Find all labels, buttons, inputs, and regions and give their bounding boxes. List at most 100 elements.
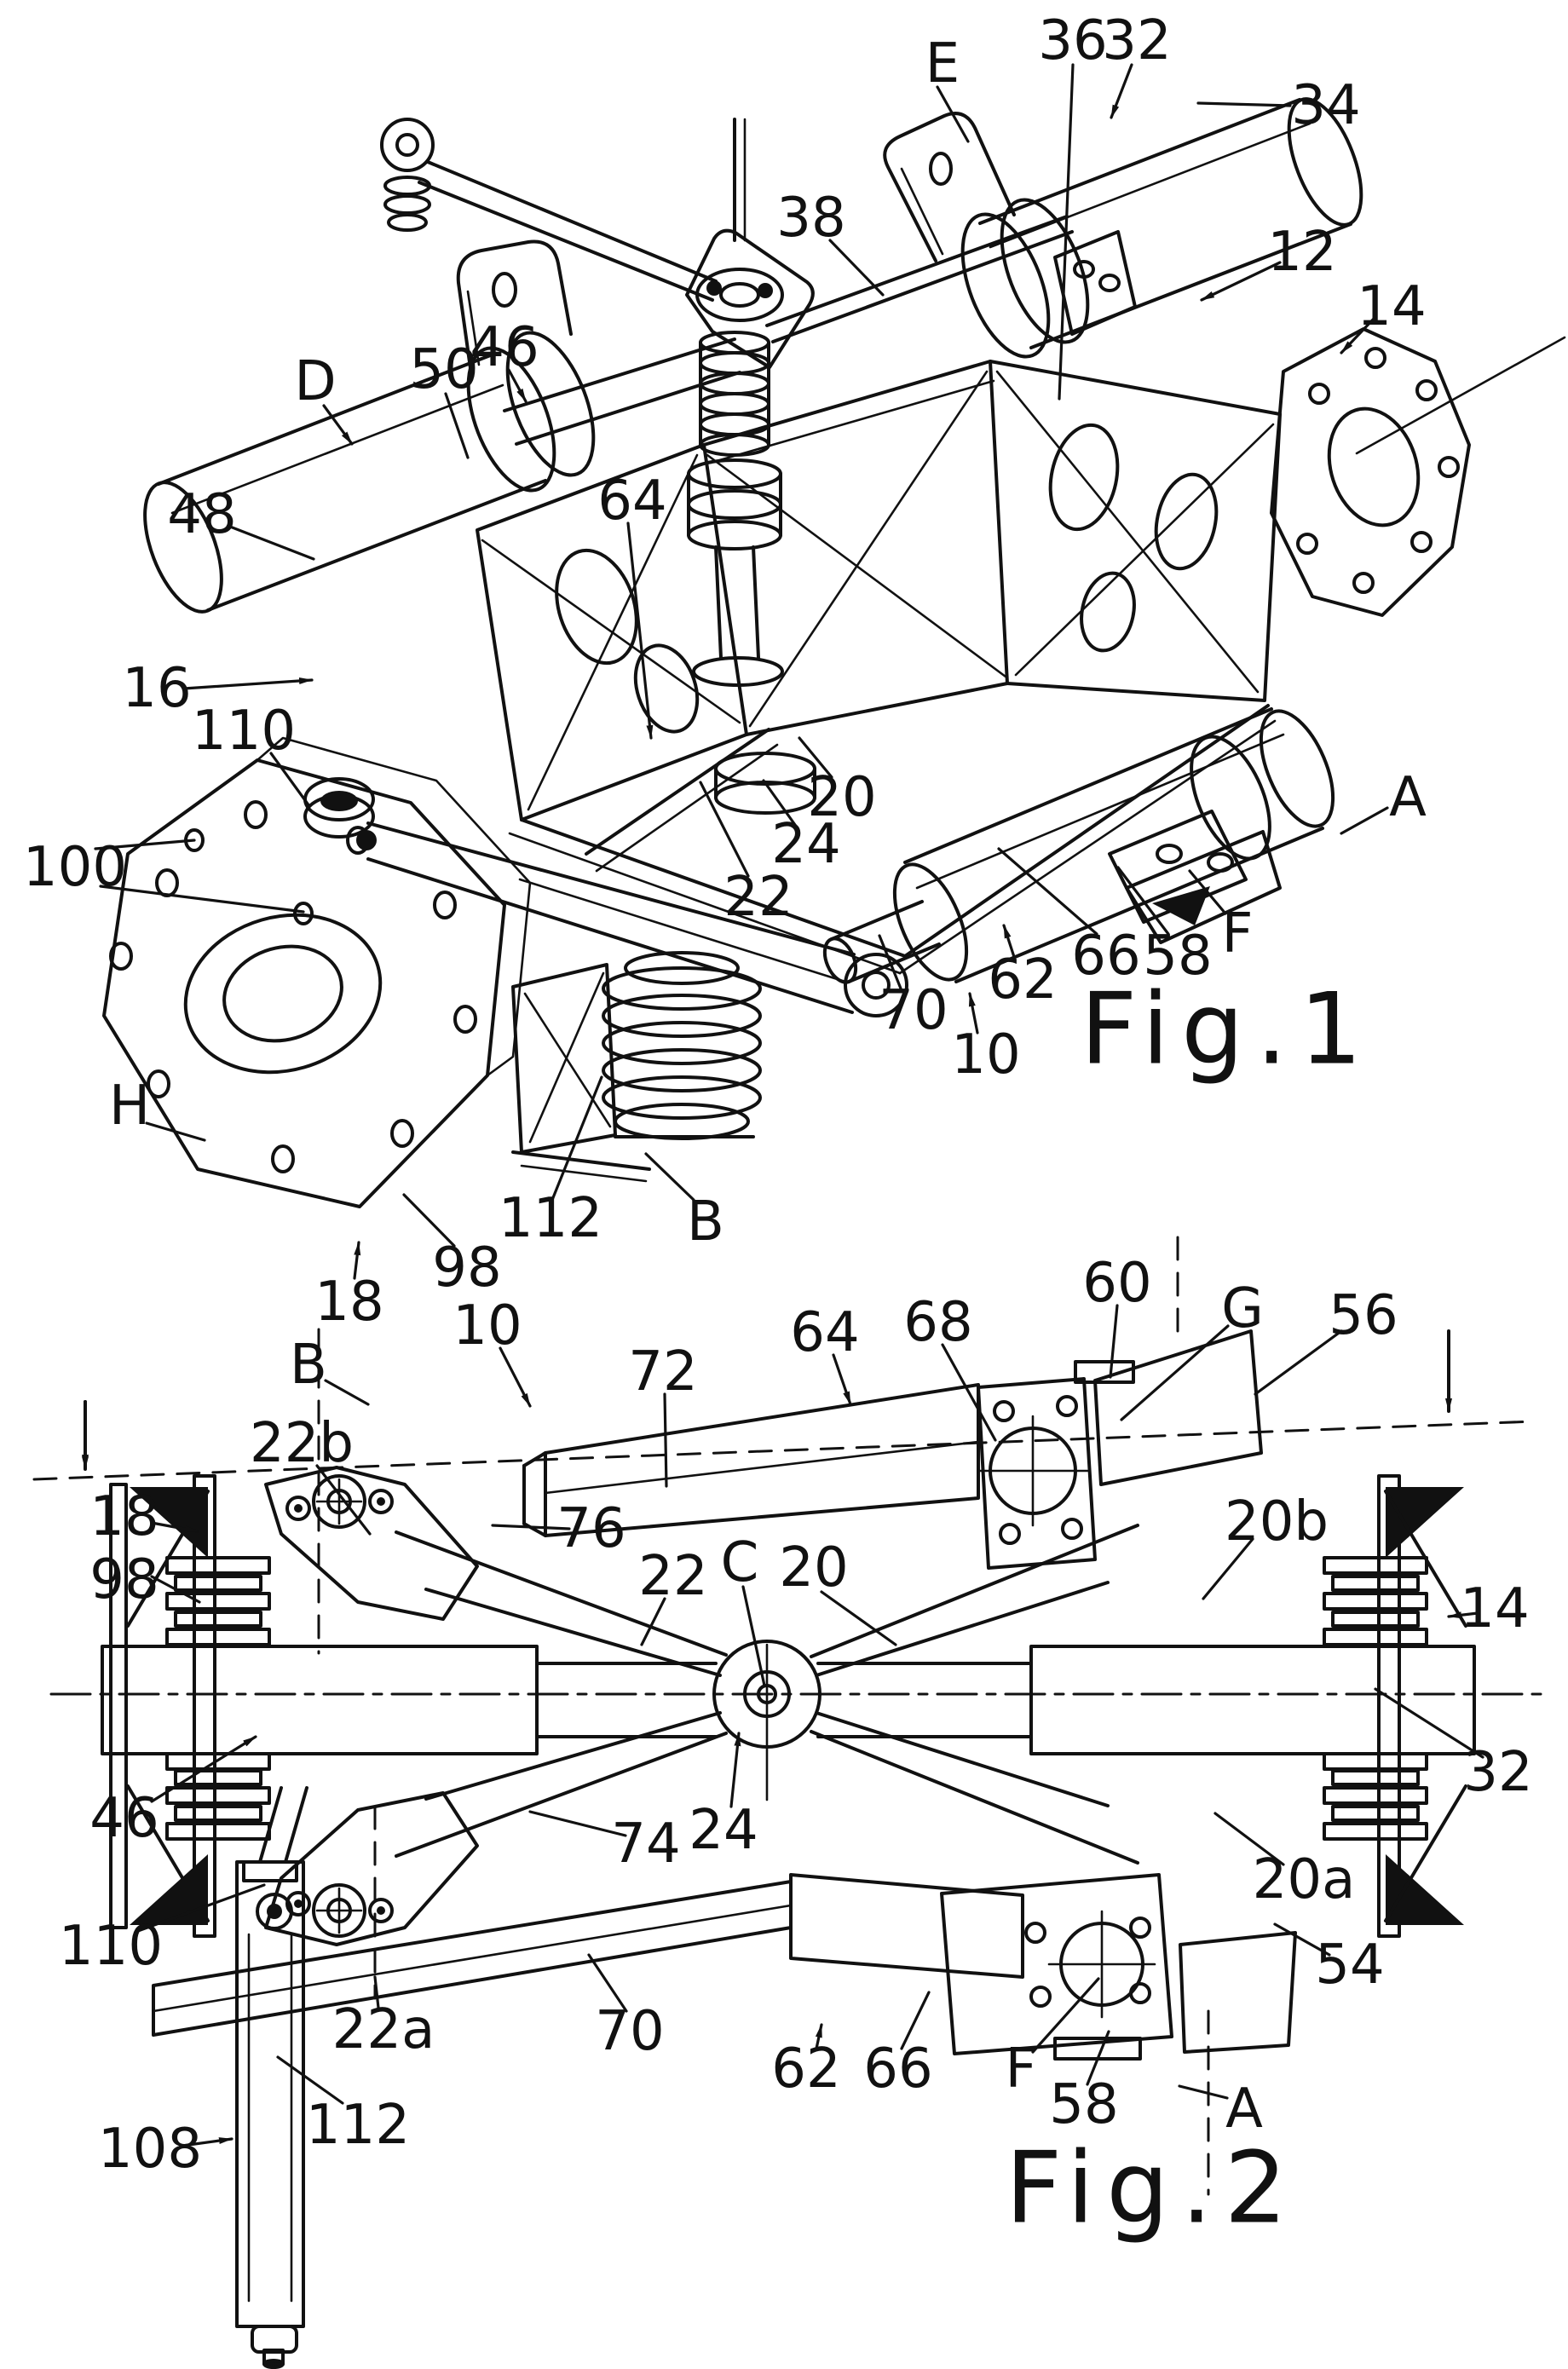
figure-1-caption: Fig.1 — [1081, 972, 1375, 1087]
leader-line-62 — [1002, 924, 1017, 961]
leader-line-74 — [528, 1810, 627, 1837]
leader-line-H — [145, 1121, 206, 1142]
leader-line-38 — [828, 239, 885, 297]
leader-line-18 — [150, 1521, 199, 1533]
ref-label-14: 14 — [1460, 1577, 1529, 1640]
leader-line-G — [1120, 1324, 1230, 1421]
ref-label-38: 38 — [776, 187, 845, 250]
leader-line-12 — [1200, 261, 1282, 302]
leader-line-98 — [150, 1575, 201, 1604]
leader-line-66 — [900, 1991, 931, 2050]
ref-label-58: 58 — [1049, 2073, 1118, 2136]
leader-line-110 — [136, 1883, 266, 1933]
ref-label-108: 108 — [98, 2118, 202, 2181]
ref-label-F: F — [1006, 2038, 1037, 2101]
leader-line-22 — [640, 1597, 666, 1646]
leader-line-24 — [762, 779, 797, 827]
ref-label-98: 98 — [89, 1548, 159, 1611]
ref-label-20: 20 — [779, 1536, 848, 1600]
ref-label-112: 112 — [499, 1187, 602, 1250]
ref-label-18: 18 — [89, 1485, 159, 1548]
ref-label-54: 54 — [1315, 1934, 1384, 1997]
ref-label-G: G — [1221, 1277, 1264, 1340]
leader-line-18 — [353, 1241, 361, 1280]
leader-line-64 — [626, 522, 654, 740]
leader-line-F — [1188, 869, 1227, 915]
ref-label-14: 14 — [1357, 275, 1426, 338]
ref-label-D: D — [294, 350, 336, 413]
leader-line-A — [1340, 806, 1389, 835]
leader-line-14 — [1447, 1611, 1479, 1619]
figure-2-caption: Fig.2 — [1006, 2131, 1300, 2246]
ref-label-50: 50 — [409, 338, 478, 401]
ref-label-C: C — [721, 1531, 759, 1594]
ref-label-32: 32 — [1463, 1741, 1532, 1804]
ref-label-20b: 20b — [1225, 1490, 1329, 1553]
leader-line-20a — [1213, 1812, 1285, 1866]
ref-label-66: 66 — [1071, 925, 1140, 988]
leader-line-14 — [1340, 317, 1375, 354]
ref-label-58: 58 — [1143, 925, 1212, 988]
leader-line-D — [322, 404, 354, 446]
ref-label-22b: 22b — [250, 1412, 354, 1475]
ref-label-110: 110 — [59, 1915, 163, 1978]
leader-line-70 — [587, 1953, 628, 2013]
leader-line-20 — [798, 736, 833, 779]
leader-line-72 — [663, 1392, 668, 1488]
leader-line-112 — [551, 1075, 603, 1202]
leader-line-58 — [1116, 866, 1170, 936]
ref-label-72: 72 — [628, 1340, 697, 1404]
leader-line-22 — [699, 781, 750, 878]
ref-label-34: 34 — [1291, 74, 1360, 137]
leader-line-20 — [820, 1590, 897, 1646]
leader-line-E — [936, 85, 970, 143]
leader-line-32 — [1374, 1687, 1484, 1759]
leader-line-76 — [491, 1524, 571, 1530]
ref-label-16: 16 — [122, 657, 191, 720]
ref-label-48: 48 — [167, 483, 236, 546]
ref-label-70: 70 — [595, 2000, 664, 2063]
leader-line-56 — [1254, 1329, 1343, 1396]
ref-label-74: 74 — [611, 1813, 680, 1876]
ref-label-12: 12 — [1267, 221, 1336, 284]
ref-label-62: 62 — [988, 948, 1057, 1012]
leader-line-54 — [1273, 1922, 1331, 1957]
leader-line-100 — [94, 839, 196, 850]
ref-label-110: 110 — [192, 700, 296, 763]
leader-line-16 — [182, 677, 314, 690]
ref-label-46: 46 — [89, 1787, 159, 1850]
leader-line-68 — [941, 1343, 997, 1442]
leader-line-B — [324, 1379, 370, 1406]
leader-line-98 — [402, 1193, 456, 1248]
ref-label-68: 68 — [903, 1291, 972, 1354]
leader-line-64 — [832, 1353, 852, 1406]
ref-label-10: 10 — [951, 1023, 1020, 1087]
ref-label-A: A — [1389, 766, 1427, 829]
ref-label-B: B — [687, 1190, 724, 1254]
figure-1-drawing — [102, 97, 1566, 1208]
leader-line-100 — [99, 885, 305, 914]
figure-2-drawing — [32, 1236, 1544, 2369]
leader-line-22b — [315, 1464, 372, 1536]
leader-line-20b — [1202, 1537, 1254, 1600]
ref-label-100: 100 — [23, 836, 127, 899]
leader-line-F — [1031, 1977, 1100, 2054]
ref-label-A: A — [1225, 2078, 1263, 2141]
ref-label-F: F — [1222, 902, 1254, 965]
ref-label-98: 98 — [432, 1236, 501, 1300]
ref-label-E: E — [925, 32, 960, 95]
ref-label-36: 36 — [1038, 9, 1107, 72]
ref-label-20: 20 — [807, 766, 876, 829]
leader-line-24 — [729, 1732, 741, 1808]
leader-line-C — [741, 1585, 766, 1687]
leader-line-112 — [276, 2055, 344, 2105]
ref-label-22: 22 — [723, 866, 793, 929]
ref-label-H: H — [109, 1075, 150, 1138]
leader-line-10 — [968, 992, 979, 1035]
ref-label-56: 56 — [1329, 1284, 1398, 1347]
ref-label-112: 112 — [306, 2094, 410, 2157]
leader-line-48 — [228, 525, 315, 561]
leader-line-108 — [181, 2137, 233, 2147]
